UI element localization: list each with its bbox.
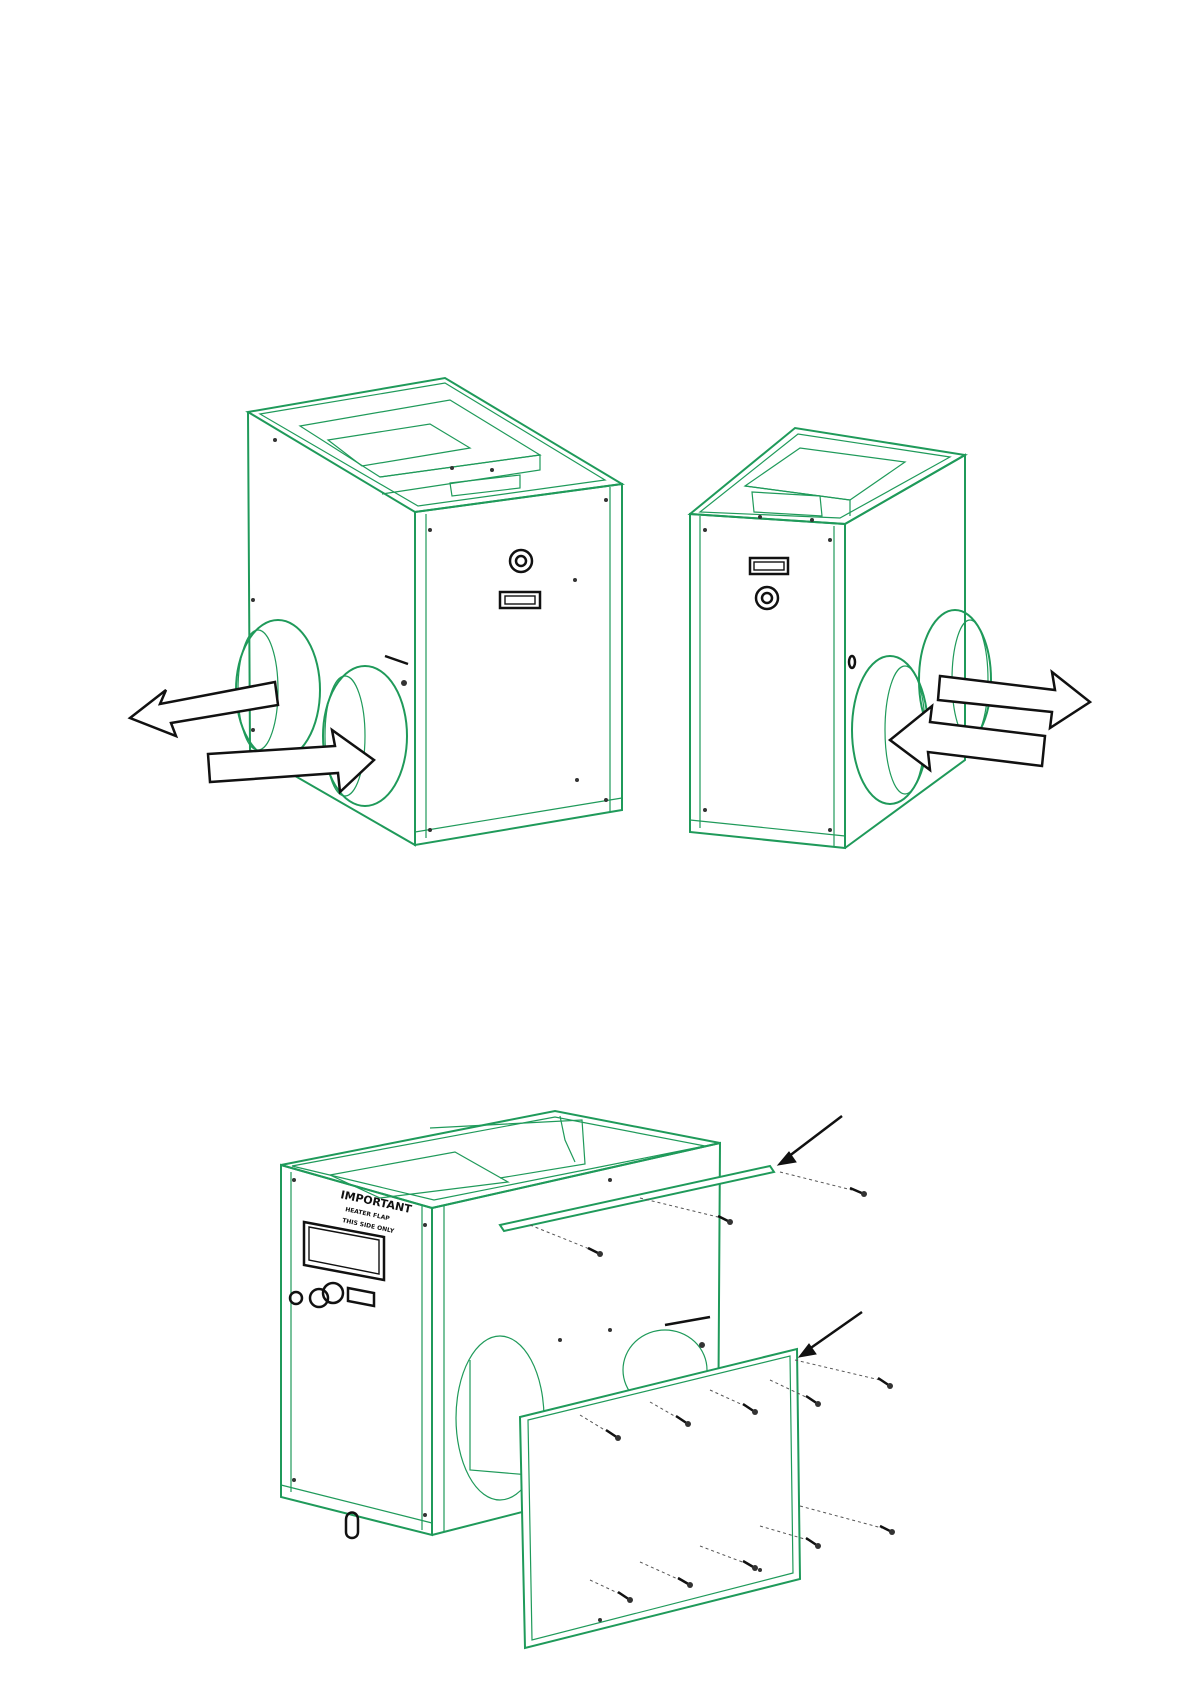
callout-arrow-side-panel: [799, 1312, 862, 1357]
screw-icon: [850, 1188, 867, 1197]
screw-icon: [588, 1248, 603, 1257]
drain-fitting-icon: [346, 1513, 358, 1539]
airflow-arrow-in-right: [890, 706, 1045, 770]
airflow-arrow-out-right: [938, 672, 1090, 728]
callout-arrow-top-strip: [778, 1116, 842, 1165]
screw-icon: [806, 1538, 821, 1549]
airflow-arrow-in-left: [208, 730, 374, 792]
unit-right-front-view: [690, 428, 991, 848]
fitting-icon: [290, 1292, 302, 1304]
side-access-panel: [520, 1349, 800, 1648]
screw-icon: [806, 1396, 821, 1407]
airflow-arrow-out-left: [130, 682, 278, 736]
screw-icon: [878, 1378, 893, 1389]
screw-icon: [880, 1526, 895, 1535]
